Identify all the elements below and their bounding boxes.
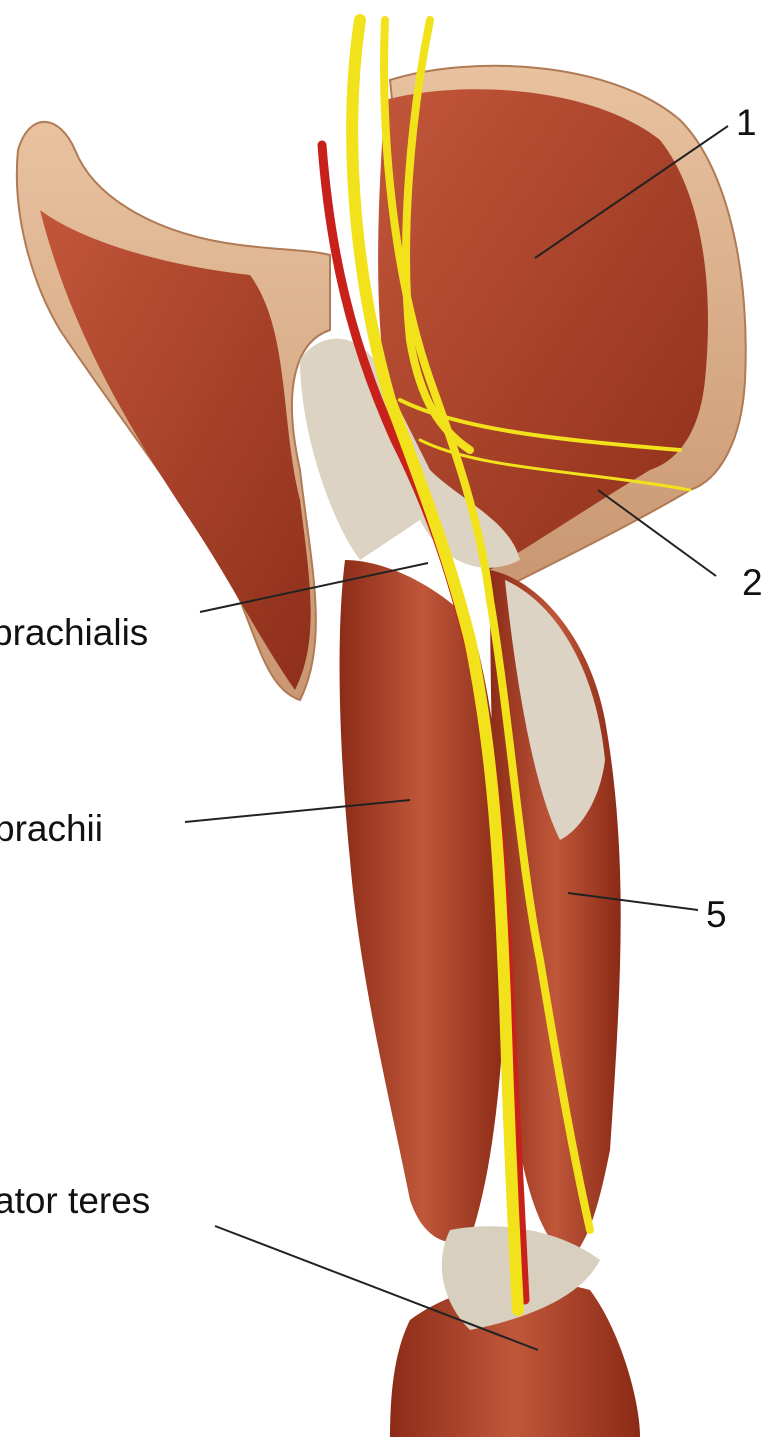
label-pronator-teres: ator teres [0, 1182, 150, 1219]
label-biceps-brachii: brachii [0, 810, 103, 847]
label-2: 2 [742, 564, 761, 601]
label-1: 1 [736, 104, 757, 141]
label-coracobrachialis: brachialis [0, 614, 148, 651]
biceps-muscle [340, 560, 507, 1243]
label-5: 5 [706, 896, 727, 933]
